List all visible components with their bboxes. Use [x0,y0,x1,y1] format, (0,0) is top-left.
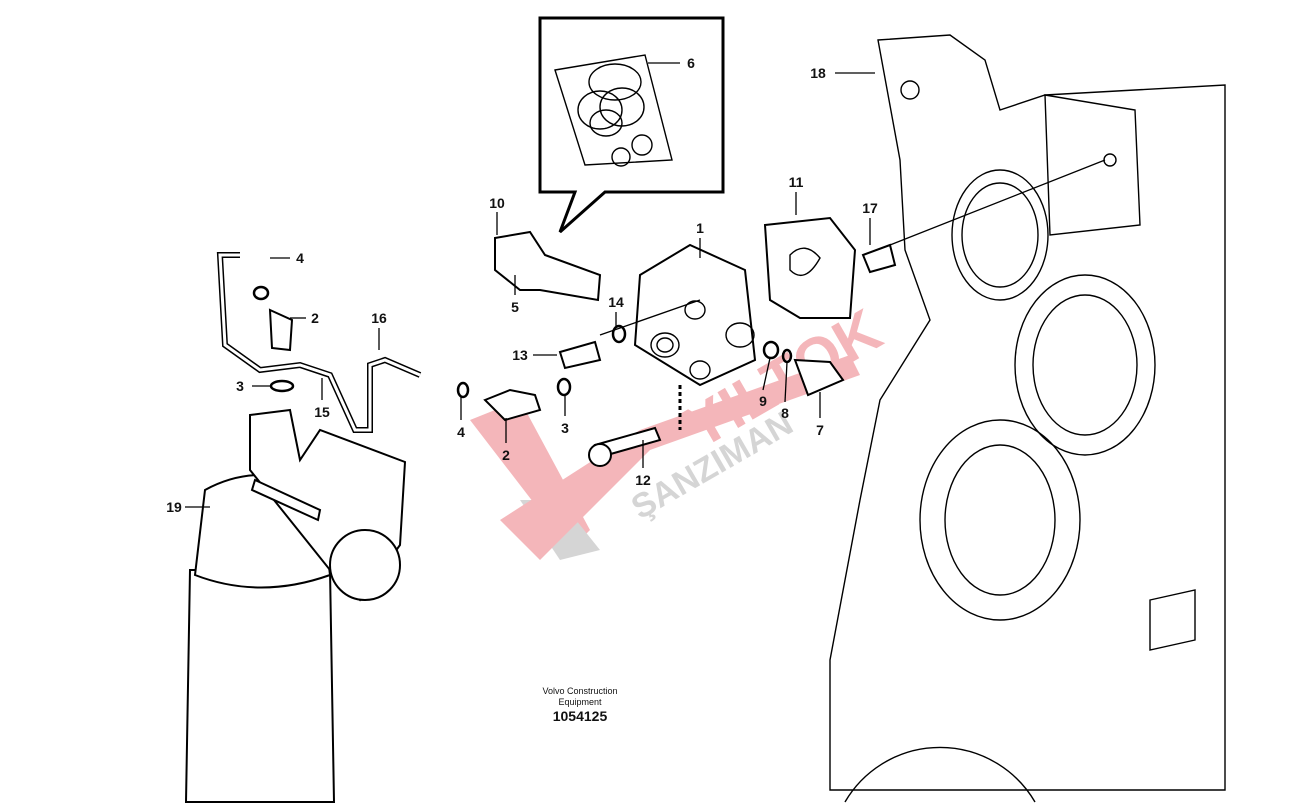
callout-7: 7 [816,422,824,438]
callout-19: 19 [166,499,182,515]
callout-13: 13 [512,347,528,363]
publisher-line-2: Equipment [558,697,602,707]
callout-9: 9 [759,393,767,409]
callout-16: 16 [371,310,387,326]
callout-14: 14 [608,294,624,310]
callout-11: 11 [789,174,804,190]
callout-6: 6 [687,55,695,71]
callout-15: 15 [314,404,330,420]
callout-8: 8 [781,405,789,421]
callout-12: 12 [635,472,651,488]
filter-housing [184,408,407,803]
callout-1: 1 [696,220,704,236]
callout-3: 3 [561,420,569,436]
gasket [763,216,857,319]
callout-5: 5 [511,299,519,315]
callout-labels: 1 2 2 3 3 4 4 5 6 7 8 9 10 11 12 13 14 1… [166,55,878,515]
seal-kit-inset [538,16,725,234]
callout-4: 4 [457,424,465,440]
solenoid-valve [494,230,602,302]
publisher-caption: Volvo Construction Equipment [520,686,640,708]
transmission-housing [829,34,1226,803]
callout-17: 17 [862,200,878,216]
callout-3: 3 [236,378,244,394]
callout-2: 2 [311,310,319,326]
publisher-line-1: Volvo Construction [542,686,618,696]
callout-4: 4 [296,250,304,266]
callout-10: 10 [489,195,505,211]
callout-2: 2 [502,447,510,463]
valve-block [633,243,757,430]
leader-lines [185,62,1106,508]
drawing-number: 1054125 [552,708,608,724]
o-rings [252,285,793,399]
callout-18: 18 [810,65,826,81]
